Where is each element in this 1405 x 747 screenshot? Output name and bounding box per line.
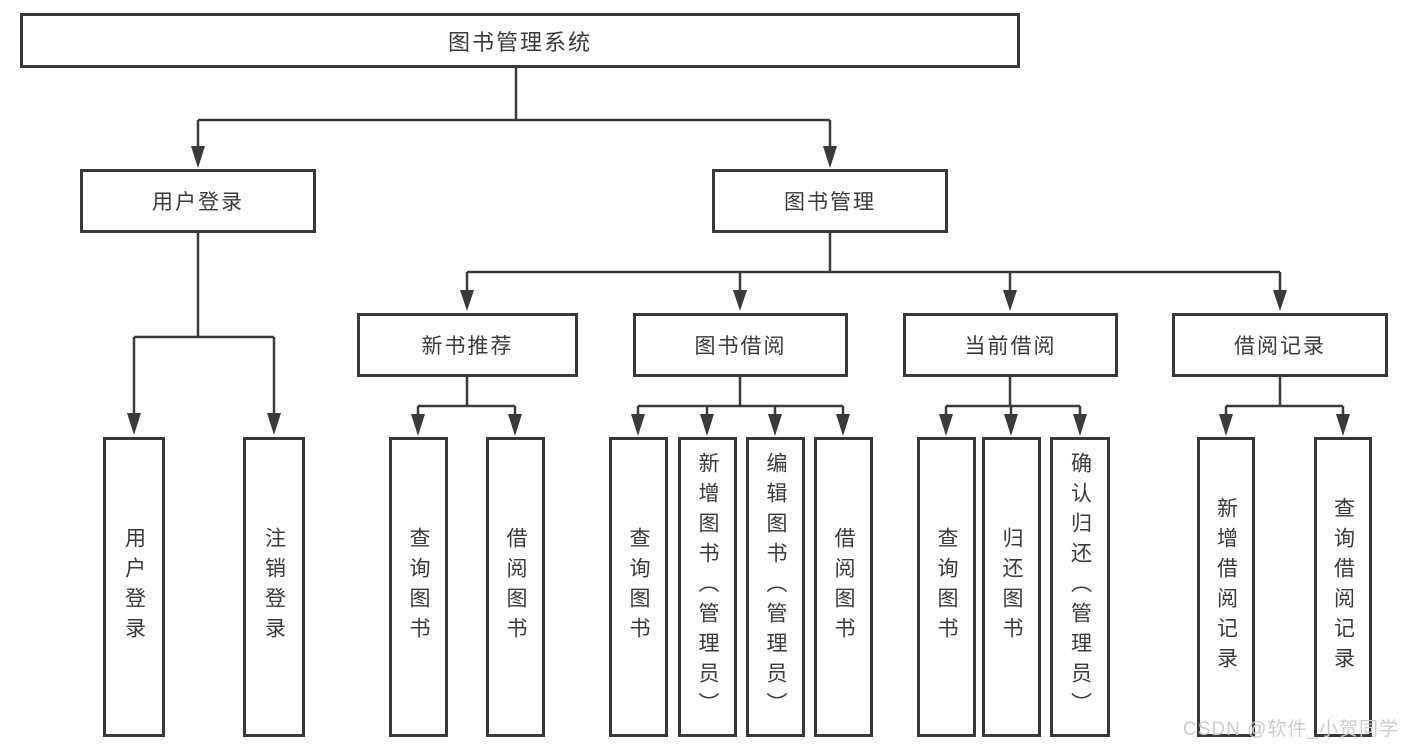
node-label: 图书管理系统: [447, 29, 592, 55]
node-label: 新增图书（管理员）: [696, 452, 719, 722]
node-label: 用户登录: [152, 191, 244, 214]
node-label: 查询图书: [935, 527, 958, 647]
node-label: 借阅图书: [504, 527, 527, 647]
node-label: 归还图书: [1000, 527, 1023, 647]
node-user-login-branch: 用户登录: [80, 169, 316, 233]
node-label: 借阅图书: [832, 527, 855, 647]
leaf-confirm-return-admin: 确认归还（管理员）: [1050, 437, 1110, 737]
node-label: 新增借阅记录: [1214, 497, 1238, 677]
csdn-watermark: CSDN @软件_小贺同学: [1183, 719, 1399, 740]
node-book-borrow: 图书借阅: [633, 313, 848, 377]
leaf-add-borrow-record: 新增借阅记录: [1197, 437, 1255, 737]
leaf-logout: 注销登录: [243, 437, 305, 737]
node-new-book-recommend: 新书推荐: [357, 313, 578, 377]
node-label: 图书管理: [784, 191, 876, 214]
node-label: 查询图书: [407, 527, 430, 647]
node-label: 用户登录: [122, 527, 146, 647]
node-label: 借阅记录: [1234, 335, 1326, 358]
leaf-query-books-recommend: 查询图书: [389, 437, 448, 737]
leaf-query-books-borrow: 查询图书: [609, 437, 668, 737]
node-label: 查询借阅记录: [1331, 497, 1355, 677]
node-label: 编辑图书（管理员）: [764, 452, 787, 722]
node-label: 查询图书: [627, 527, 650, 647]
leaf-borrow-books-recommend: 借阅图书: [486, 437, 545, 737]
arrowhead-icons: [127, 146, 1350, 436]
node-label: 当前借阅: [964, 335, 1057, 358]
node-label: 确认归还（管理员）: [1068, 452, 1092, 722]
node-borrow-record: 借阅记录: [1172, 313, 1388, 377]
node-current-borrow: 当前借阅: [903, 313, 1118, 377]
leaf-query-borrow-record: 查询借阅记录: [1314, 437, 1372, 737]
node-label: 图书借阅: [694, 335, 787, 358]
node-library-system: 图书管理系统: [20, 13, 1020, 68]
leaf-add-books-admin: 新增图书（管理员）: [678, 437, 737, 737]
node-label: 新书推荐: [421, 335, 514, 358]
leaf-edit-books-admin: 编辑图书（管理员）: [746, 437, 805, 737]
node-book-management-branch: 图书管理: [712, 169, 948, 233]
leaf-borrow-books: 借阅图书: [814, 437, 873, 737]
node-label: 注销登录: [262, 527, 286, 647]
leaf-query-books-current: 查询图书: [917, 437, 976, 737]
leaf-return-books: 归还图书: [982, 437, 1041, 737]
leaf-user-login: 用户登录: [103, 437, 165, 737]
